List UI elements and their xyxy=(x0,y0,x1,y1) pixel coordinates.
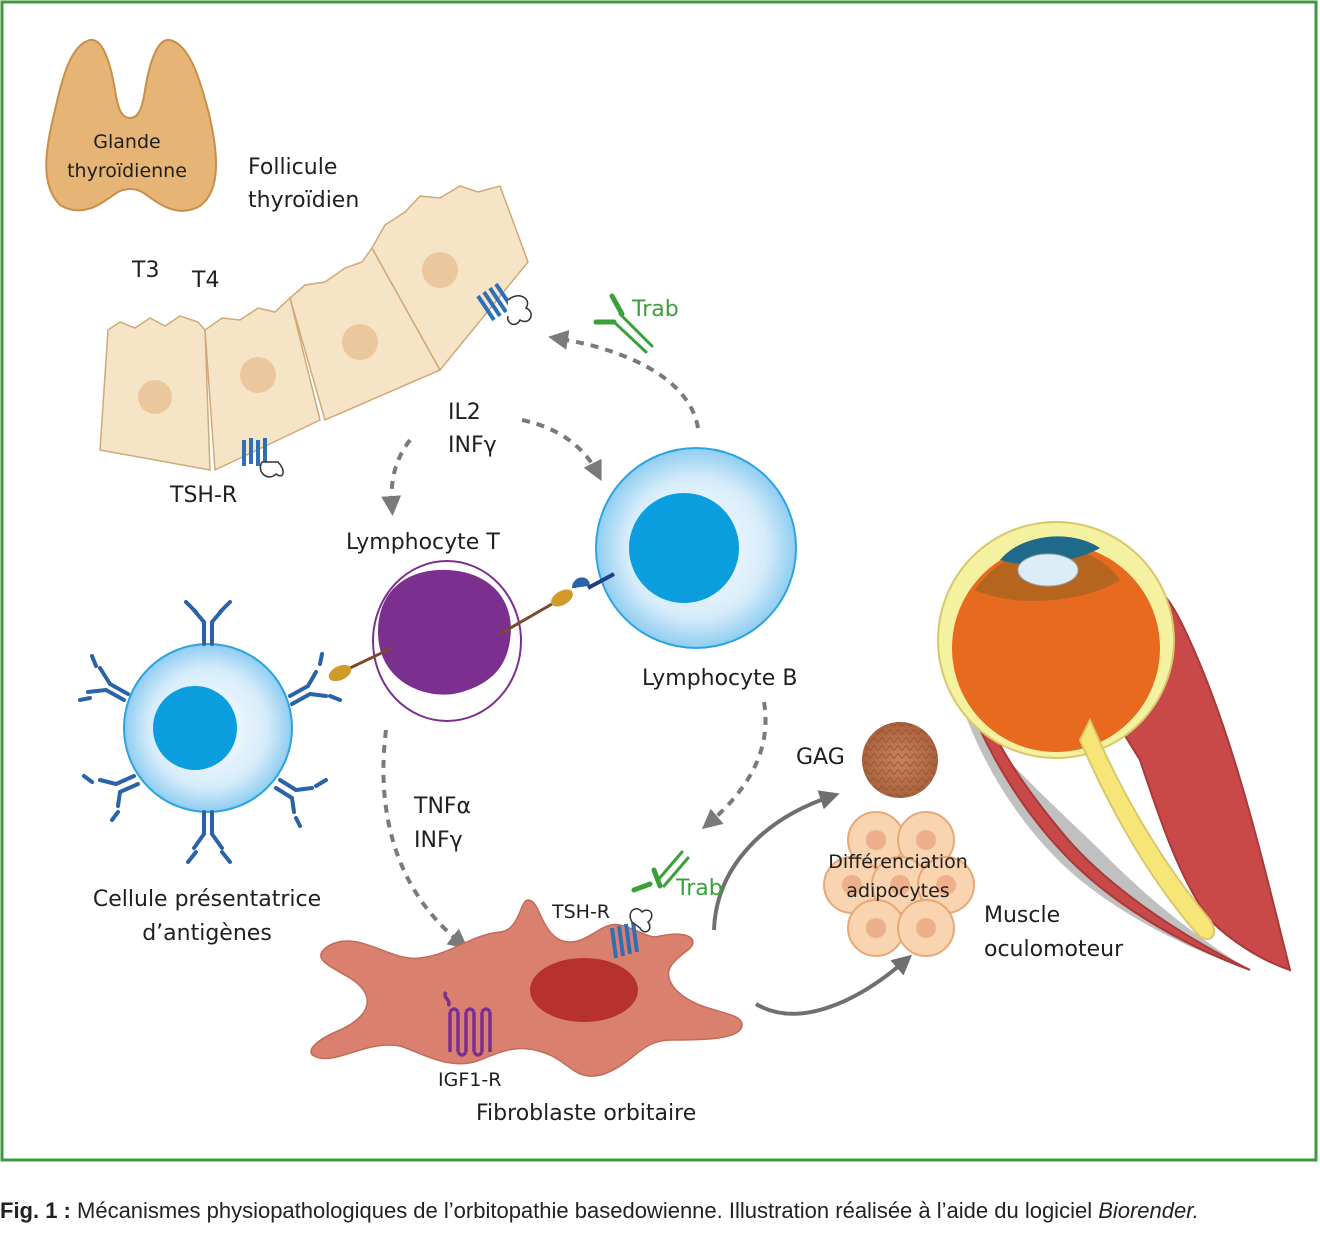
arrow-to-adipocytes xyxy=(754,954,913,1016)
arrow-t-to-fibroblast xyxy=(381,729,469,949)
gag-cluster-icon xyxy=(862,722,938,798)
thyroid-gland-icon xyxy=(45,38,218,212)
il2-label: IL2 xyxy=(448,400,481,425)
arrow-to-lymph-b xyxy=(521,418,602,482)
infg-top-label: INFγ xyxy=(448,433,497,458)
arrow-to-gag xyxy=(712,790,840,931)
tsh-receptor-ligand-icon xyxy=(507,295,532,326)
trab-antibody-top-icon xyxy=(593,293,654,354)
thyroid-follicle xyxy=(99,185,529,472)
igf1r-receptor-icon xyxy=(443,991,492,1057)
lymphocyte-t-cell xyxy=(372,560,522,722)
trab-top-label: Trab xyxy=(631,297,679,322)
follicle-label-line1: Follicule xyxy=(248,155,337,180)
adipo-label-line2: adipocytes xyxy=(846,880,949,902)
adipo-label-line1: Différenciation xyxy=(828,851,968,873)
muscle-label-line1: Muscle xyxy=(984,903,1060,928)
caption-label: Fig. 1 : xyxy=(0,1198,71,1223)
gland-label-line2: thyroïdienne xyxy=(67,160,187,182)
t4-label: T4 xyxy=(191,268,219,293)
fibroblast-label: Fibroblaste orbitaire xyxy=(476,1101,696,1126)
arrow-b-to-fibroblast xyxy=(701,701,768,830)
eye-icon xyxy=(937,521,1292,972)
tshr-top-label: TSH-R xyxy=(169,483,237,508)
arrow-b-to-follicle xyxy=(548,330,700,429)
igf1r-label: IGF1-R xyxy=(438,1069,501,1091)
tnfa-label: TNFα xyxy=(413,794,471,819)
apc-antibodies-icon xyxy=(78,600,342,864)
muscle-label-line2: oculomoteur xyxy=(984,937,1124,962)
tshr-bottom-label: TSH-R xyxy=(551,901,610,923)
lymph-b-label: Lymphocyte B xyxy=(642,666,797,691)
tsh-receptor-fibroblast-icon xyxy=(610,921,639,959)
t3-label: T3 xyxy=(131,258,159,283)
trab-bottom-label: Trab xyxy=(675,876,723,901)
adipocyte-nuclei xyxy=(842,830,956,938)
t-b-connector xyxy=(499,572,615,636)
caption-italic: Biorender. xyxy=(1098,1198,1199,1223)
tsh-receptor-follicle-icon xyxy=(242,438,267,466)
trab-antibody-bottom-icon xyxy=(631,850,690,893)
apc-label-line1: Cellule présentatrice xyxy=(93,887,321,912)
gag-label: GAG xyxy=(796,745,845,770)
tsh-receptor-icon xyxy=(476,282,514,322)
lymph-t-label: Lymphocyte T xyxy=(346,530,500,555)
caption-text: Mécanismes physiopathologiques de l’orbi… xyxy=(70,1198,1099,1223)
lymphocyte-b-cell xyxy=(595,447,797,649)
figure-frame xyxy=(0,0,1318,1162)
tsh-receptor-fibroblast-ligand-icon xyxy=(629,908,653,933)
infg-bottom-label: INFγ xyxy=(414,828,463,853)
follicle-label-line2: thyroïdien xyxy=(248,188,359,213)
t-apc-connector xyxy=(328,646,393,682)
gland-label-line1: Glande xyxy=(93,131,160,153)
diagram-canvas: Glande thyroïdienne Follicule thyroïdien… xyxy=(0,0,1318,1162)
figure-caption: Fig. 1 : Mécanismes physiopathologiques … xyxy=(0,1196,1320,1226)
apc-label-line2: d’antigènes xyxy=(142,921,272,946)
tsh-receptor-follicle-ligand-icon xyxy=(259,461,284,478)
orbital-fibroblast xyxy=(310,899,743,1077)
follicle-nuclei xyxy=(138,252,458,414)
arrow-to-lymph-t xyxy=(381,438,412,516)
antigen-presenting-cell xyxy=(123,643,293,813)
